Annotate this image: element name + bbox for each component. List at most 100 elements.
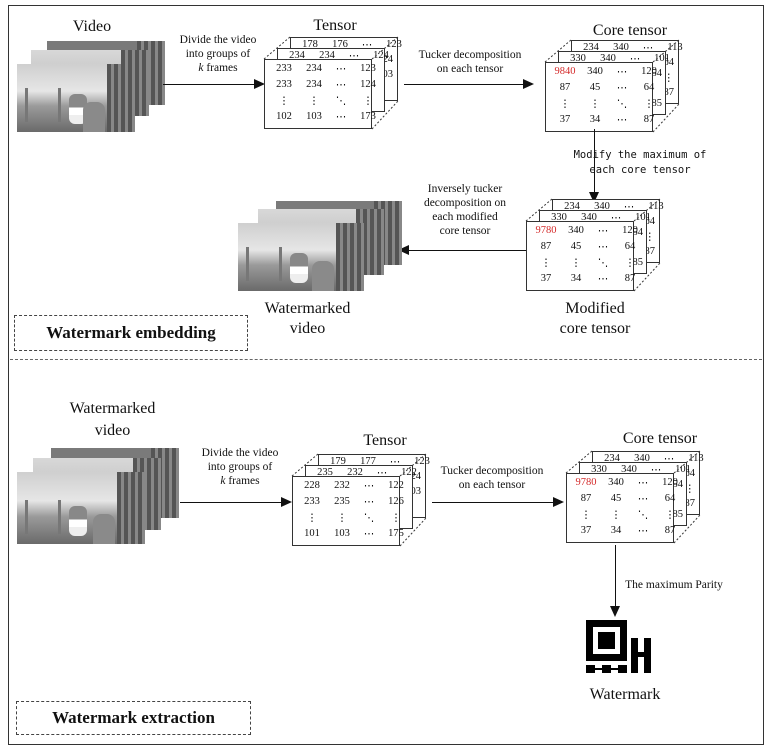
tensor-value: ⋯ bbox=[623, 202, 635, 213]
tensor-value: 37 bbox=[540, 273, 552, 284]
tensor-row: 233 235 ⋯ 126 bbox=[293, 496, 404, 508]
tensor-row: ⋮⋮⋱⋮ bbox=[265, 95, 374, 107]
modified-core-title: Modified core tensor bbox=[559, 300, 631, 337]
tensor-value: ⋯ bbox=[650, 465, 662, 476]
tensor-value: 235 bbox=[334, 496, 350, 507]
perspective-edge bbox=[652, 39, 680, 63]
tensor-value: ⋯ bbox=[335, 80, 347, 91]
tensor-value: 120 bbox=[662, 477, 678, 488]
arrow-modify bbox=[589, 129, 599, 203]
tensor-value: 120 bbox=[641, 66, 657, 77]
tensor-row: ⋮⋮⋱⋮ bbox=[527, 257, 636, 269]
extraction-video-frames bbox=[17, 448, 182, 548]
video-title: Video bbox=[72, 18, 112, 35]
tensor-value: 340 bbox=[634, 453, 650, 464]
tensor-value: 234 bbox=[604, 453, 620, 464]
tensor-perspective-lines bbox=[291, 453, 427, 547]
tensor-value: 87 bbox=[580, 493, 592, 504]
tensor-value: 45 bbox=[610, 493, 622, 504]
tensor-value: ⋮ bbox=[390, 513, 402, 524]
tensor-value: ⋯ bbox=[335, 64, 347, 75]
tensor-value: 101 bbox=[675, 464, 691, 475]
tensor-side-value: 03 bbox=[382, 69, 394, 80]
tensor-value: ⋯ bbox=[616, 83, 628, 94]
tensor-row: ⋮⋮⋱⋮ bbox=[293, 512, 402, 524]
tensor-value: 37 bbox=[559, 114, 571, 125]
tensor-value: 234 bbox=[289, 50, 305, 61]
perspective-edge bbox=[633, 198, 661, 222]
tensor-side-value: 85 bbox=[632, 257, 644, 268]
tensor-value: 228 bbox=[304, 480, 320, 491]
tensor-value: 45 bbox=[589, 82, 601, 93]
tensor-value: 45 bbox=[570, 241, 582, 252]
tensor-value: ⋮ bbox=[580, 510, 592, 521]
tensor-value: 9780 bbox=[535, 225, 557, 236]
tensor-value: 64 bbox=[643, 82, 655, 93]
tensor-value: 340 bbox=[621, 464, 637, 475]
tensor-perspective-lines bbox=[263, 36, 399, 130]
tensor-side-value: 64 bbox=[644, 216, 656, 227]
tensor-value: 9780 bbox=[575, 477, 597, 488]
tensor-value: 102 bbox=[276, 111, 292, 122]
watermarked-video-title: Watermarked video bbox=[264, 300, 351, 337]
tensor-value: ⋮ bbox=[308, 96, 320, 107]
tensor-value: 87 bbox=[643, 114, 655, 125]
tensor-value: ⋮ bbox=[610, 510, 622, 521]
extraction-tensor-title: Tensor bbox=[363, 432, 407, 449]
tensor-value: ⋮ bbox=[624, 258, 636, 269]
perspective-edge bbox=[565, 450, 593, 474]
tensor-value: 87 bbox=[624, 273, 636, 284]
section-label-extraction: Watermark extraction bbox=[16, 701, 251, 735]
tensor-value: 340 bbox=[594, 201, 610, 212]
section-label-embedding: Watermark embedding bbox=[14, 315, 248, 351]
extraction-tucker-label: Tucker decomposition on each tensor bbox=[440, 465, 544, 491]
tensor-value: ⋮ bbox=[306, 513, 318, 524]
tensor-value: ⋱ bbox=[637, 510, 649, 521]
tensor-value: 113 bbox=[667, 42, 683, 53]
tensor-value: ⋯ bbox=[363, 497, 375, 508]
tensor-value: ⋯ bbox=[637, 494, 649, 505]
tensor-value: 87 bbox=[540, 241, 552, 252]
perspective-edge bbox=[525, 198, 553, 222]
tensor-value: ⋯ bbox=[637, 526, 649, 537]
tensor-value: 179 bbox=[330, 456, 346, 467]
tensor-value: 177 bbox=[360, 456, 376, 467]
tensor-value: 233 bbox=[304, 496, 320, 507]
tensor-value: 101 bbox=[304, 528, 320, 539]
perspective-edge bbox=[673, 450, 701, 474]
tensor-side-value: 87 bbox=[663, 87, 675, 98]
tensor-side-value: ⋮ bbox=[663, 73, 675, 84]
tensor-value: 173 bbox=[360, 111, 376, 122]
tensor-value: 232 bbox=[347, 467, 363, 478]
watermarked-video-frames bbox=[238, 201, 403, 293]
tensor-value: 126 bbox=[388, 496, 404, 507]
perspective-edge bbox=[399, 517, 427, 547]
tensor-side-value: 54 bbox=[632, 227, 644, 238]
tensor-side-value: 03 bbox=[410, 486, 422, 497]
tensor-value: 123 bbox=[386, 39, 402, 50]
tensor-value: 103 bbox=[306, 111, 322, 122]
perspective-edge bbox=[399, 453, 427, 477]
tensor-side-value: 64 bbox=[684, 468, 696, 479]
parity-label: The maximum Parity bbox=[625, 579, 723, 591]
tensor-value: ⋮ bbox=[540, 258, 552, 269]
watermark-title: Watermark bbox=[589, 686, 661, 703]
tensor-value: ⋯ bbox=[616, 115, 628, 126]
tensor-side-value: 87 bbox=[684, 498, 696, 509]
tensor-value: 330 bbox=[591, 464, 607, 475]
